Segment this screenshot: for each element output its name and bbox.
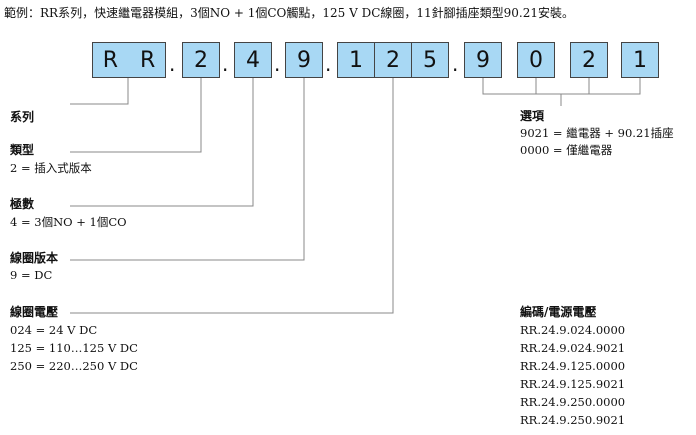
coil-voltage-title: 線圈電壓 <box>10 305 59 319</box>
poles-block: 極數 4 = 3個NO + 1個CO <box>10 195 127 230</box>
options-line: 0000 = 僅繼電器 <box>520 143 613 157</box>
code-line: RR.24.9.024.0000 <box>520 323 626 337</box>
type-code-box: 2 <box>182 42 220 78</box>
code-line: RR.24.9.250.9021 <box>520 413 626 427</box>
type-title: 類型 <box>10 143 35 157</box>
voltage-code-box: 2 <box>374 42 412 78</box>
coil-voltage-line: 250 = 220…250 V DC <box>10 359 138 373</box>
separator-dot: . <box>169 52 176 76</box>
code-line: RR.24.9.125.0000 <box>520 359 626 373</box>
option-code-box: 1 <box>621 42 659 78</box>
code-letter: R <box>140 47 156 73</box>
codes-title: 編碼/電源電壓 <box>520 305 597 319</box>
coil-voltage-block: 線圈電壓 024 = 24 V DC 125 = 110…125 V DC 25… <box>10 303 138 375</box>
poles-title: 極數 <box>10 197 35 211</box>
separator-dot: . <box>222 52 229 76</box>
coil-version-leader <box>70 78 305 261</box>
separator-dot: . <box>274 52 281 76</box>
type-leader <box>70 78 202 153</box>
options-bracket <box>482 78 641 95</box>
option-code-box: 0 <box>517 42 555 78</box>
options-title: 選項 <box>520 109 545 123</box>
code-line: RR.24.9.024.9021 <box>520 341 626 355</box>
voltage-code-box: 1 <box>337 42 375 78</box>
code-letter: R <box>102 47 118 73</box>
code-line: RR.24.9.125.9021 <box>520 377 626 391</box>
coil-voltage-line: 024 = 24 V DC <box>10 323 98 337</box>
option-code-box: 2 <box>570 42 608 78</box>
voltage-code-box: 5 <box>411 42 449 78</box>
codes-block: 編碼/電源電壓 RR.24.9.024.0000 RR.24.9.024.902… <box>520 303 625 429</box>
type-block: 類型 2 = 插入式版本 <box>10 141 92 176</box>
options-block: 選項 9021 = 繼電器 + 90.21插座 0000 = 僅繼電器 <box>520 108 674 159</box>
series-code-box: R R <box>92 42 166 78</box>
coil-version-code-box: 9 <box>285 42 323 78</box>
separator-dot: . <box>452 52 459 76</box>
type-line: 2 = 插入式版本 <box>10 161 92 175</box>
coil-voltage-line: 125 = 110…125 V DC <box>10 341 138 355</box>
options-line: 9021 = 繼電器 + 90.21插座 <box>520 126 674 140</box>
series-leader <box>70 78 129 105</box>
intro-text: 範例：RR系列，快速繼電器模組，3個NO + 1個CO觸點，125 V DC線圈… <box>4 6 575 20</box>
coil-version-title: 線圈版本 <box>10 251 59 265</box>
poles-code-box: 4 <box>234 42 272 78</box>
option-code-box: 9 <box>464 42 502 78</box>
coil-version-line: 9 = DC <box>10 268 53 282</box>
coil-version-block: 線圈版本 9 = DC <box>10 249 58 282</box>
voltage-leader <box>70 78 394 314</box>
series-title: 系列 <box>10 110 35 124</box>
poles-line: 4 = 3個NO + 1個CO <box>10 215 127 229</box>
code-line: RR.24.9.250.0000 <box>520 395 626 409</box>
poles-leader <box>70 78 254 207</box>
separator-dot: . <box>325 52 332 76</box>
